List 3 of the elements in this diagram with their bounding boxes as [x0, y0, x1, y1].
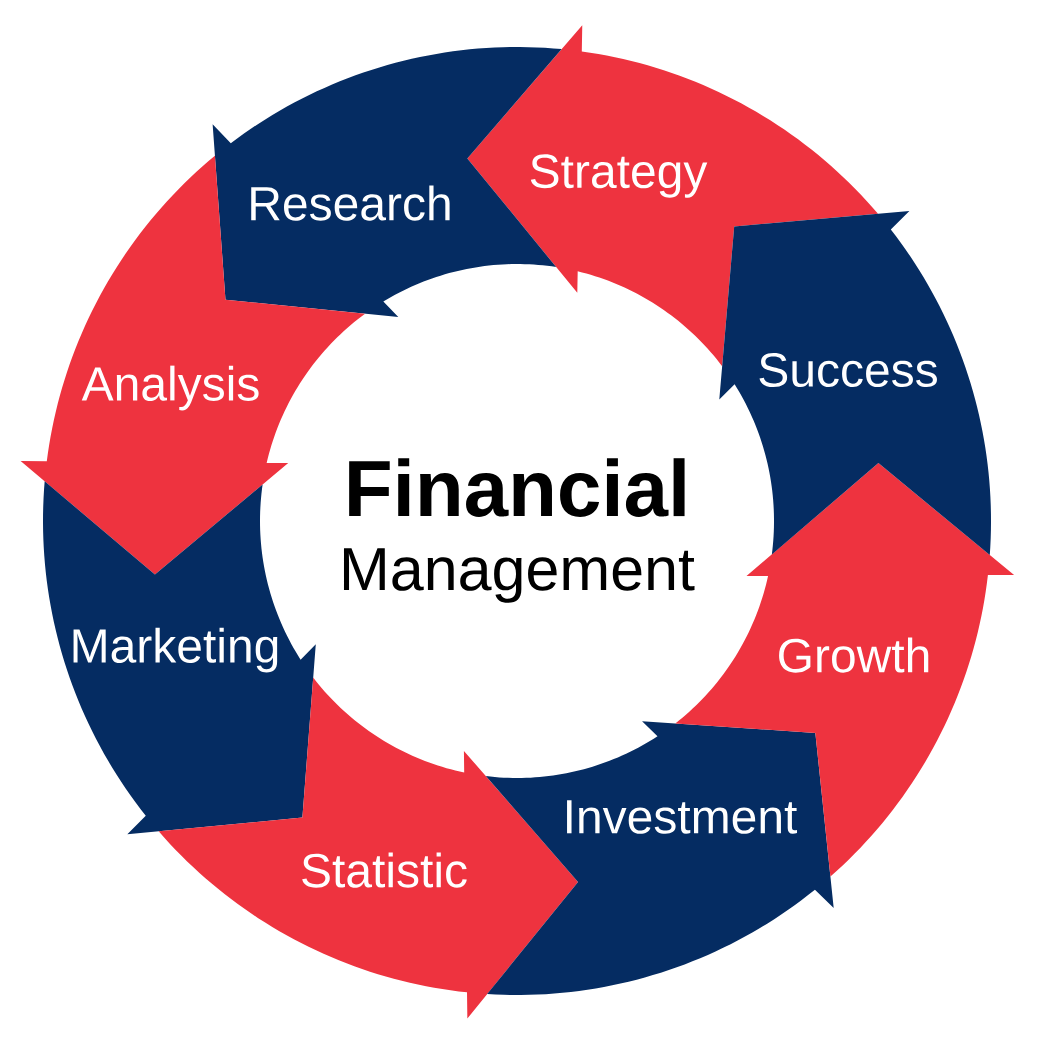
ring-segment: Investment [485, 721, 834, 995]
ring-segment: Success [719, 211, 991, 555]
ring-segment: Marketing [43, 481, 316, 835]
